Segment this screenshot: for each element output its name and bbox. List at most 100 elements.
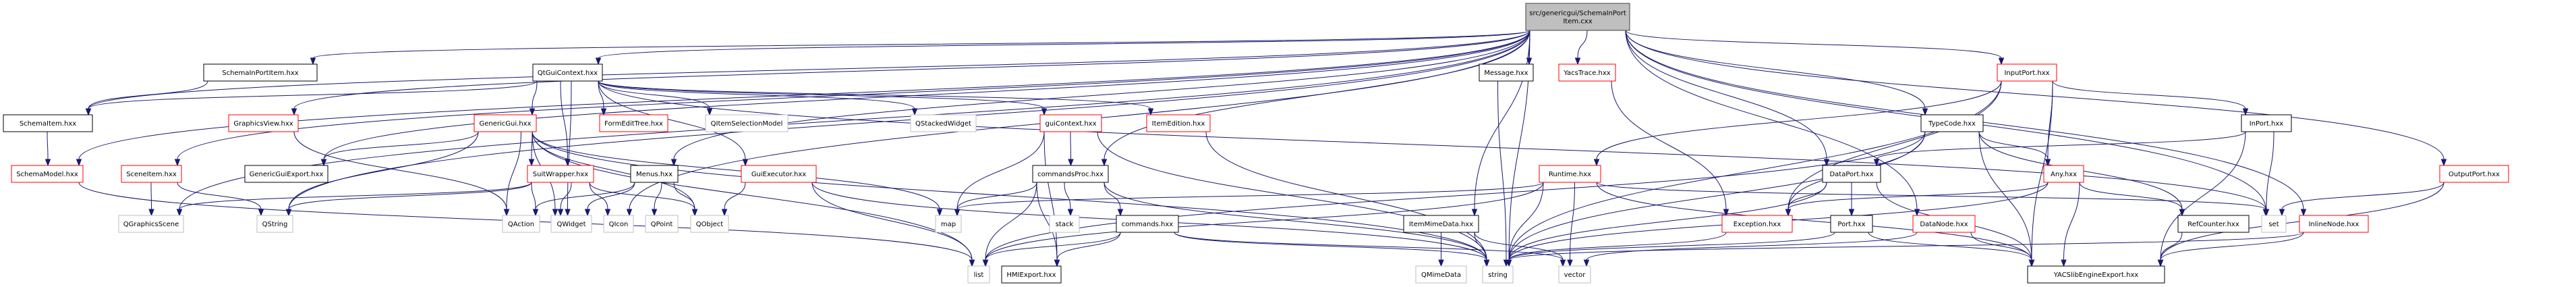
node-box (1049, 215, 1080, 233)
node-InPort[interactable]: InPort.hxx (2241, 114, 2292, 132)
edge-line (985, 182, 1544, 261)
arrowhead-icon (2179, 209, 2185, 217)
node-OutputPort[interactable]: OutputPort.hxx (2439, 165, 2509, 183)
edge-Any-to-RefCounter (2079, 182, 2185, 217)
node-Exception[interactable]: Exception.hxx (1721, 215, 1793, 233)
edge-line (323, 131, 479, 160)
arrowhead-icon (529, 108, 536, 116)
edge-line (2281, 182, 2444, 210)
node-commands[interactable]: commands.hxx (1116, 215, 1179, 233)
node-box (645, 215, 679, 233)
edge-line (1596, 80, 2002, 160)
arrowhead-icon (2061, 259, 2067, 267)
arrowhead-icon (721, 209, 728, 217)
edge-line (293, 30, 1530, 109)
edge-GenericGui-to-map (532, 131, 943, 217)
node-stack: stack (1049, 215, 1080, 233)
edge-InputPort-to-Any (2044, 80, 2053, 167)
node-YacsTrace[interactable]: YacsTrace.hxx (1558, 63, 1616, 82)
node-label: QIcon (609, 221, 629, 228)
node-FormEditTree[interactable]: FormEditTree.hxx (599, 114, 668, 132)
node-GenericGuiExport[interactable]: GenericGuiExport.hxx (244, 165, 328, 183)
arrowhead-icon (1471, 209, 1478, 217)
edge-line (1625, 30, 1827, 160)
edge-line (1787, 182, 2049, 210)
node-QGraphicsScene: QGraphicsScene (118, 215, 184, 233)
node-label: HMIExport.hxx (1006, 271, 1056, 279)
node-ItemMimeData[interactable]: ItemMimeData.hxx (1403, 215, 1479, 233)
node-label: QAction (508, 221, 534, 228)
node-box (203, 63, 318, 82)
edge-line (177, 30, 1530, 160)
node-SchemaModel[interactable]: SchemaModel.hxx (11, 165, 84, 183)
edge-DataPort-to-Port (1848, 182, 1855, 217)
node-box (630, 165, 679, 183)
node-guiContext[interactable]: guiContext.hxx (1039, 114, 1102, 132)
edge-Message-to-string (1497, 80, 1510, 267)
node-label: stack (1056, 221, 1074, 228)
node-SchemaItem[interactable]: SchemaItem.hxx (3, 114, 93, 132)
edge-QtGuiContext-to-guiContext (598, 80, 1048, 116)
node-InlineNode[interactable]: InlineNode.hxx (2299, 215, 2369, 233)
node-SceneItem[interactable]: SceneItem.hxx (121, 165, 182, 183)
edge-line (673, 182, 695, 210)
node-label: QGraphicsScene (123, 221, 179, 228)
node-GraphicsView[interactable]: GraphicsView.hxx (228, 114, 299, 132)
edge-YacsTrace-to-Exception (1611, 80, 1729, 217)
node-HMIExport[interactable]: HMIExport.hxx (1001, 265, 1062, 284)
edge-Menus-to-QWidget (584, 182, 635, 217)
arrowhead-icon (670, 159, 677, 167)
arrowhead-icon (982, 259, 989, 267)
node-GenericGui[interactable]: GenericGui.hxx (474, 114, 537, 132)
node-SuitWrapper[interactable]: SuitWrapper.hxx (527, 165, 594, 183)
edge-line (535, 182, 635, 210)
node-box (910, 114, 977, 132)
node-box (11, 165, 84, 183)
node-label: GuiExecutor.hxx (751, 171, 806, 178)
edge-line (1056, 232, 1121, 261)
arrowhead-icon (2300, 209, 2307, 217)
edge-QtGuiContext-to-QWidget (565, 80, 572, 217)
node-TypeCode[interactable]: TypeCode.hxx (1920, 114, 1984, 132)
edge-line (654, 182, 662, 210)
node-label: TypeCode.hxx (1928, 120, 1976, 128)
node-YACSlibEngineExport[interactable]: YACSlibEngineExport.hxx (2027, 265, 2165, 284)
edge-Runtime-to-map (954, 182, 1544, 217)
node-label: QPoint (651, 221, 673, 228)
node-Runtime[interactable]: Runtime.hxx (1539, 165, 1601, 183)
node-DataNode[interactable]: DataNode.hxx (1912, 215, 1976, 233)
node-ItemEdition[interactable]: ItemEdition.hxx (1146, 114, 1211, 132)
node-commandsProc[interactable]: commandsProc.hxx (1032, 165, 1109, 183)
edge-InPort-to-set (2263, 131, 2274, 217)
edge-InputPort-to-InPort (2052, 80, 2249, 116)
node-label: list (974, 271, 984, 279)
node-box (1822, 165, 1881, 183)
edge-QtGuiContext-to-set (598, 80, 2269, 217)
node-label: GenericGui.hxx (480, 120, 532, 128)
node-Any[interactable]: Any.hxx (2043, 165, 2084, 183)
node-InputPort[interactable]: InputPort.hxx (1997, 63, 2057, 82)
node-SchemaInPortItem[interactable]: SchemaInPortItem.hxx (203, 63, 318, 82)
node-label: Runtime.hxx (1549, 171, 1591, 178)
edge-root-to-SchemaInPortItem (310, 30, 1530, 66)
node-Message[interactable]: Message.hxx (1479, 63, 1534, 82)
node-DataPort[interactable]: DataPort.hxx (1822, 165, 1881, 183)
arrowhead-icon (1848, 209, 1855, 217)
edge-line (532, 131, 940, 210)
node-GuiExecutor[interactable]: GuiExecutor.hxx (741, 165, 817, 183)
node-Port[interactable]: Port.hxx (1830, 215, 1873, 233)
node-box (705, 114, 789, 132)
arrowhead-icon (626, 209, 633, 217)
node-RefCounter[interactable]: RefCounter.hxx (2177, 215, 2250, 233)
arrowhead-icon (2028, 259, 2035, 267)
edge-line (47, 131, 49, 160)
node-root[interactable]: src/genericgui/SchemaInPortItem.cxx (1525, 3, 1630, 31)
node-QtGuiContext[interactable]: QtGuiContext.hxx (532, 63, 603, 82)
edge-ItemMimeData-to-vector (1474, 232, 1566, 267)
node-box (2027, 265, 2165, 284)
node-label: InlineNode.hxx (2309, 221, 2359, 228)
edge-line (1174, 232, 1564, 261)
edge-QtGuiContext-to-ItemEdition (598, 80, 1154, 116)
node-Menus[interactable]: Menus.hxx (630, 165, 679, 183)
edge-line (598, 80, 1045, 109)
